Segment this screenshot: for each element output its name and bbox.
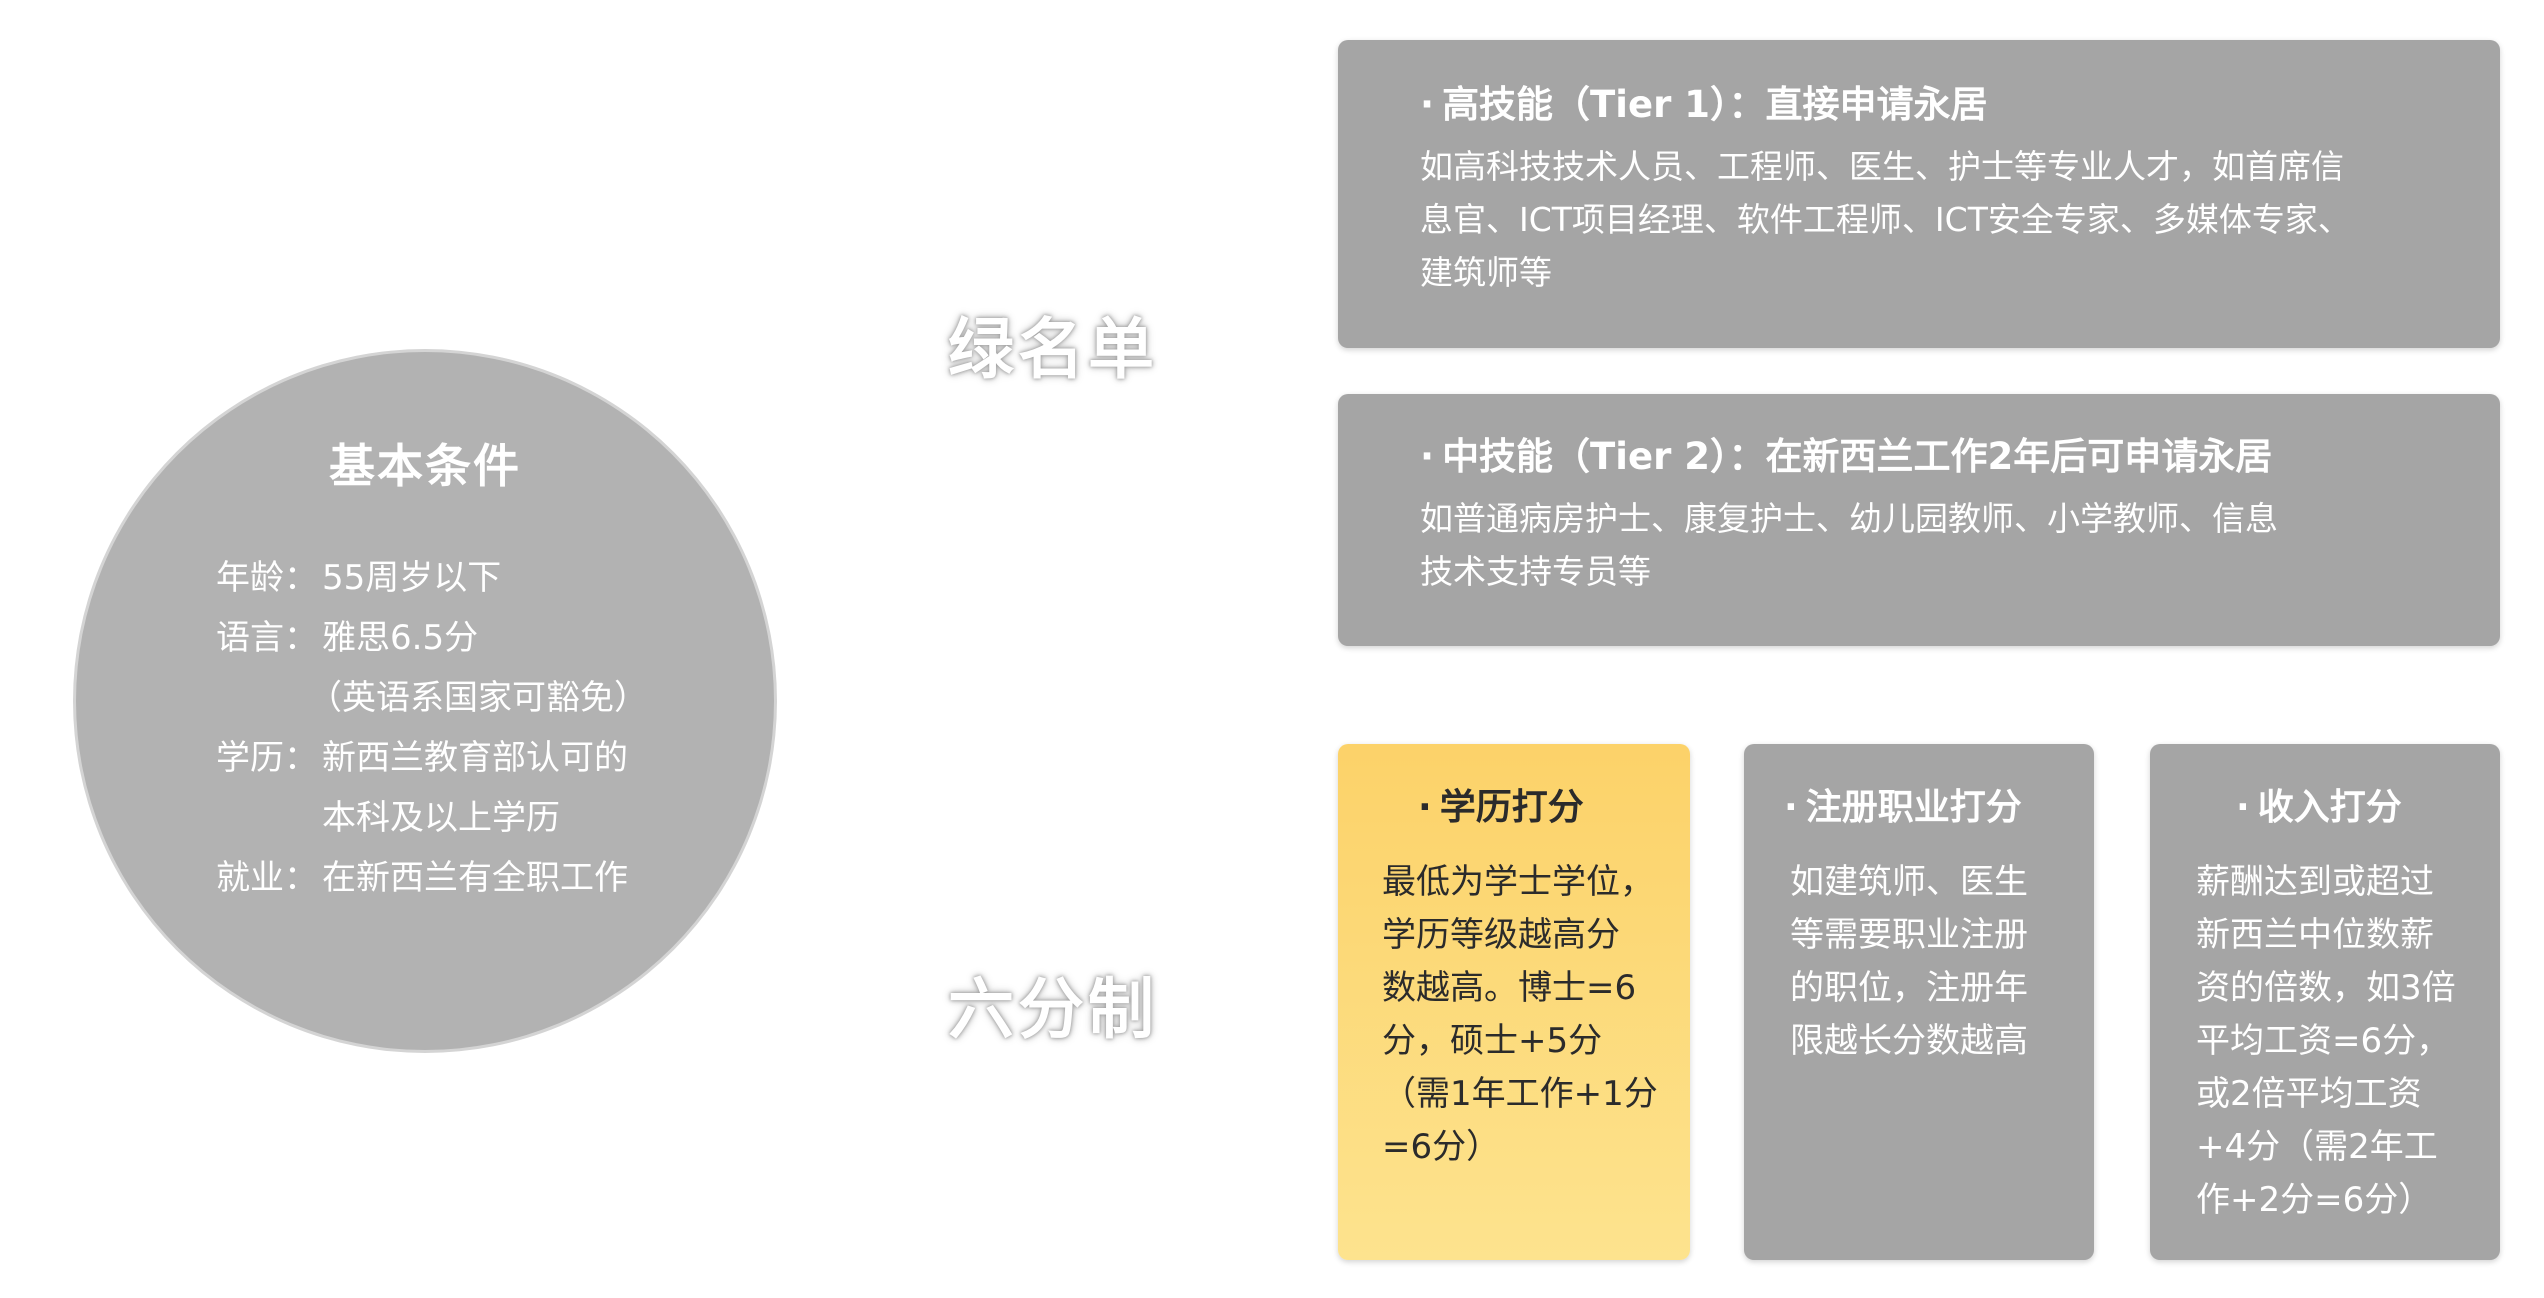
requirement-text: （英语系国家可豁免） [308,678,648,718]
income-points-title: ·收入打分 [2196,782,2484,834]
income-points-description: 薪酬达到或超过 新西兰中位数薪 资的倍数，如3倍 平均工资=6分， 或2倍平均工… [2196,862,2456,1220]
requirement-text: 新西兰教育部认可的 [322,738,628,778]
bullet: · [1418,787,1432,828]
requirement-row: 年龄：55周岁以下 [216,548,501,608]
tier1-description: 如高科技技术人员、工程师、医生、护士等专业人才，如首席信 息官、ICT项目经理、… [1420,147,2351,292]
tier2-title: ·中技能（Tier 2）：在新西兰工作2年后可申请永居 [1420,428,2460,486]
registered-occupation-title: ·注册职业打分 [1784,782,2074,834]
requirement-row: （英语系国家可豁免） [216,668,648,728]
bullet: · [1420,83,1435,126]
requirement-row: 语言：雅思6.5分 [216,608,478,668]
requirement-label: 学历： [216,738,318,778]
bullet: · [1784,787,1798,828]
six-points-label: 六分制 [948,971,1158,1048]
requirement-text: 55周岁以下 [322,558,502,598]
requirement-text: 本科及以上学历 [322,798,560,838]
registered-occupation-card: ·注册职业打分 如建筑师、医生 等需要职业注册 的职位，注册年 限越长分数越高 [1744,744,2094,1260]
requirement-text: 雅思6.5分 [322,618,479,658]
requirement-label: 就业： [216,858,318,898]
bullet: · [2236,787,2250,828]
tier1-card: ·高技能（Tier 1）：直接申请永居 如高科技技术人员、工程师、医生、护士等专… [1338,40,2500,348]
education-points-description: 最低为学士学位， 学历等级越高分 数越高。博士=6 分，硕士+5分 （需1年工作… [1382,862,1658,1167]
tier1-title: ·高技能（Tier 1）：直接申请永居 [1420,76,2460,134]
bullet: · [1420,435,1435,478]
requirement-label: 年龄： [216,558,318,598]
registered-occupation-description: 如建筑师、医生 等需要职业注册 的职位，注册年 限越长分数越高 [1790,862,2028,1061]
basic-requirements-circle: 基本条件 年龄：55周岁以下 语言：雅思6.5分 （英语系国家可豁免） 学历：新… [76,352,774,1050]
requirement-label: 语言： [216,618,318,658]
green-list-label: 绿名单 [948,311,1158,388]
education-points-title: ·学历打分 [1382,782,1670,834]
tier2-description: 如普通病房护士、康复护士、幼儿园教师、小学教师、信息 技术支持专员等 [1420,499,2278,591]
requirement-row: 学历：新西兰教育部认可的 [216,728,628,788]
education-points-card: ·学历打分 最低为学士学位， 学历等级越高分 数越高。博士=6 分，硕士+5分 … [1338,744,1690,1260]
tier2-card: ·中技能（Tier 2）：在新西兰工作2年后可申请永居 如普通病房护士、康复护士… [1338,394,2500,646]
basic-requirements-title: 基本条件 [329,439,521,493]
requirement-row: 本科及以上学历 [216,788,560,848]
requirement-row: 就业：在新西兰有全职工作 [216,848,628,908]
requirement-text: 在新西兰有全职工作 [322,858,628,898]
income-points-card: ·收入打分 薪酬达到或超过 新西兰中位数薪 资的倍数，如3倍 平均工资=6分， … [2150,744,2500,1260]
